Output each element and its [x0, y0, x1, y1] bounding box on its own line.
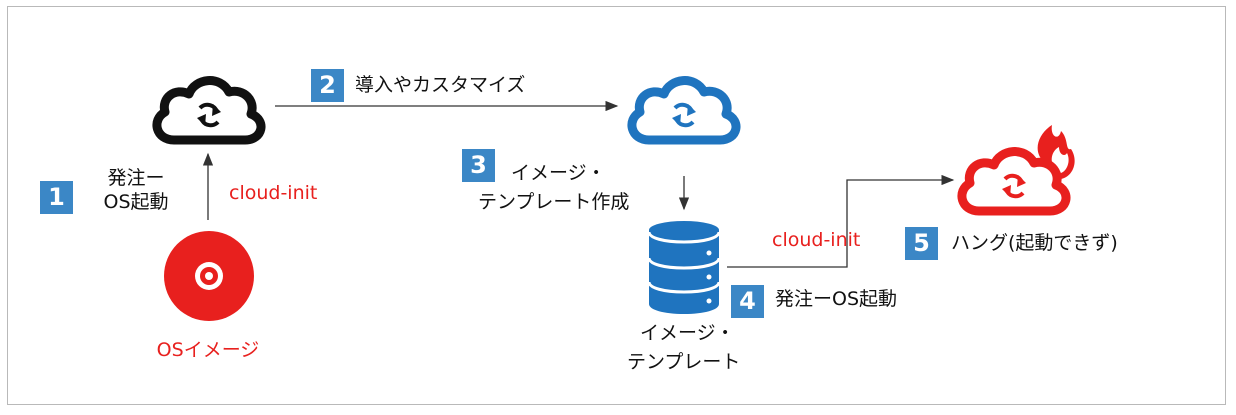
step-3-label-line-1: イメージ・	[511, 162, 606, 184]
cloud-init-label: cloud-init	[772, 229, 861, 251]
step-1-badge: 1	[40, 181, 73, 214]
step-3-badge: 3	[462, 149, 495, 182]
step-1-label-line-2: OS起動	[103, 191, 169, 213]
step-1-label-line-1: 発注ー	[107, 167, 165, 189]
step-5-badge: 5	[905, 227, 938, 260]
burning-sync-cloud-icon	[957, 125, 1075, 216]
sync-cloud-icon	[627, 76, 741, 145]
database-icon	[648, 221, 720, 314]
template-label-line-2: テンプレート	[627, 351, 741, 373]
step-3-label-line-2: テンプレート作成	[478, 191, 630, 213]
disc-icon	[164, 231, 254, 321]
step-5-label: ハング(起動できず)	[951, 232, 1118, 254]
arrow-template-to-hung-cloud	[727, 174, 955, 268]
step-4-badge: 4	[731, 285, 764, 318]
template-label-line-1: イメージ・	[640, 322, 735, 344]
cloud-init-label: cloud-init	[229, 182, 318, 204]
step-1-label: 発注ー OS起動	[88, 166, 184, 214]
step-2-label: 導入やカスタマイズ	[355, 74, 526, 96]
step-4-label: 発注ーOS起動	[775, 288, 898, 310]
step-2-badge: 2	[311, 69, 344, 102]
sync-cloud-icon	[152, 76, 266, 145]
diagram-frame	[7, 6, 1226, 405]
os-image-label: OSイメージ	[156, 339, 260, 361]
